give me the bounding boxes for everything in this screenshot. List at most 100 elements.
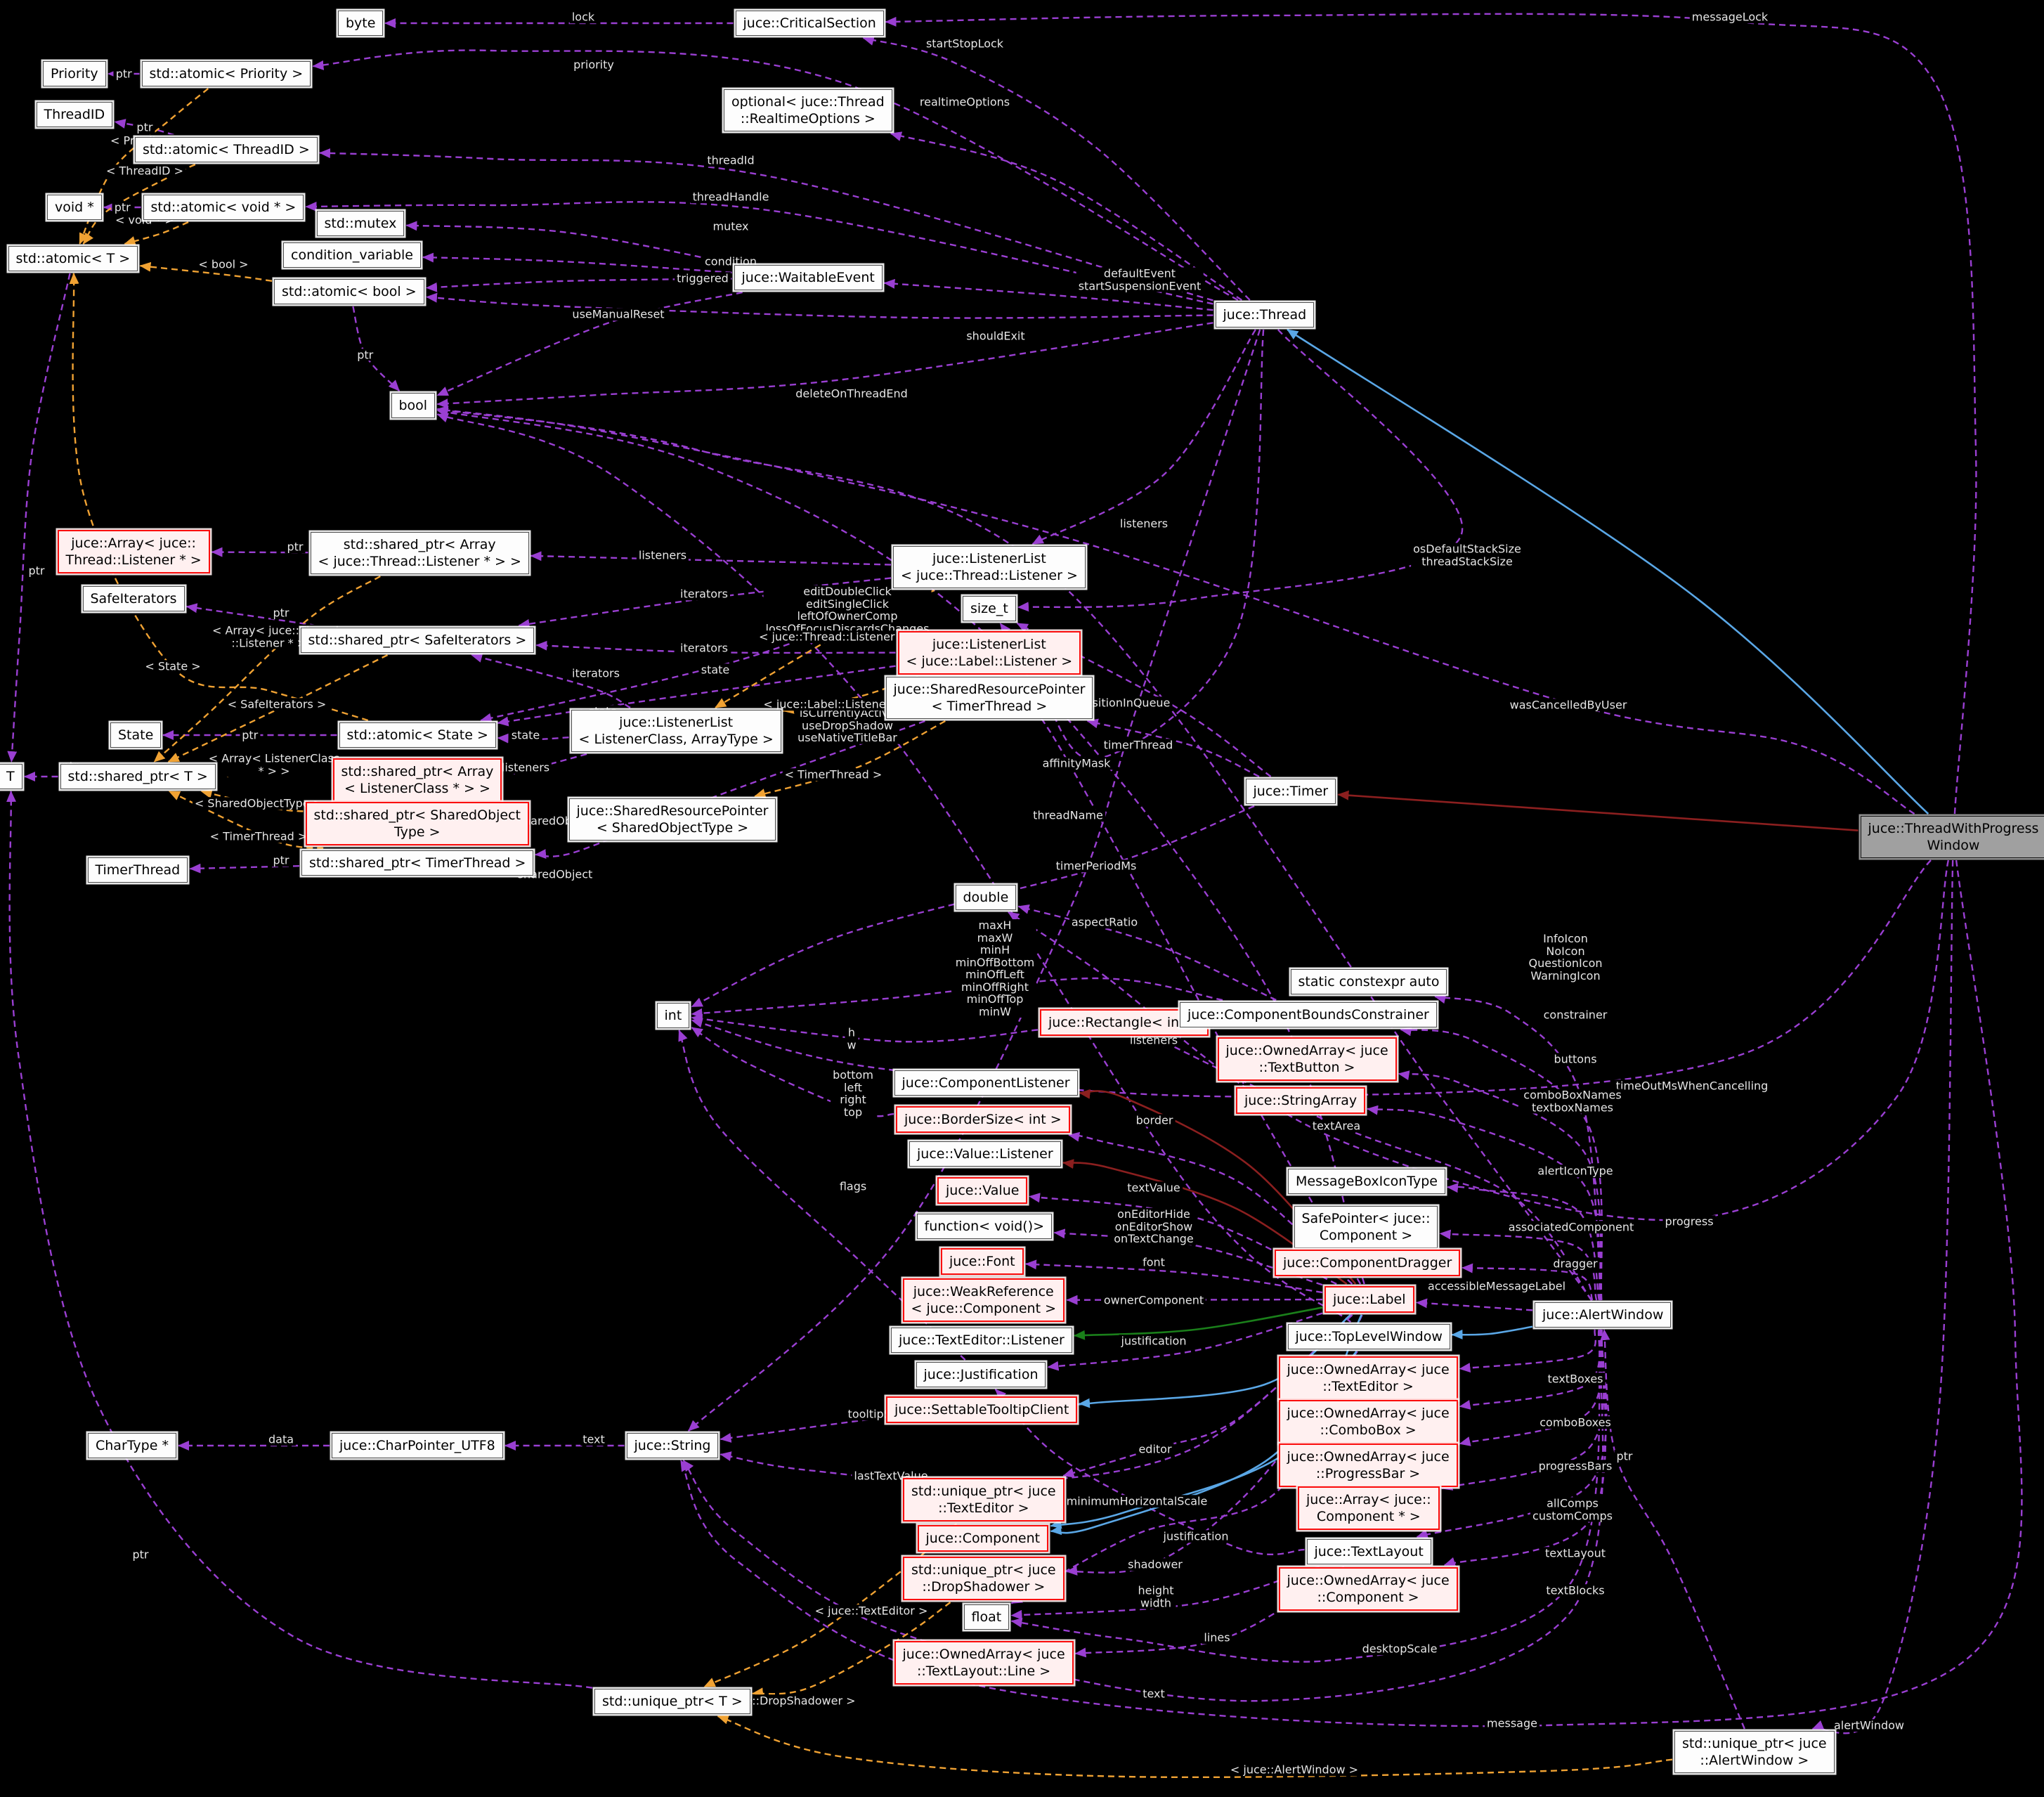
node-voidPtr[interactable]: void * [47, 195, 102, 220]
node-textEditorListener[interactable]: juce::TextEditor::Listener [891, 1328, 1072, 1353]
node-component[interactable]: juce::Component [917, 1525, 1049, 1552]
node-sharedPtrSharedObject[interactable]: std::shared_ptr< SharedObject Type > [305, 802, 529, 845]
edge-waitableEvent-atomicBool [426, 278, 732, 292]
edge-label-uniqueTextEditor-uniquePtrT: < juce::TextEditor > [812, 1604, 930, 1617]
node-safeIterators[interactable]: SafeIterators [82, 586, 185, 611]
node-safePointer[interactable]: SafePointer< juce:: Component > [1294, 1206, 1438, 1248]
node-sharedPtrArrayListenerClass[interactable]: std::shared_ptr< Array < ListenerClass *… [332, 758, 502, 802]
edge-twpw-double [1008, 859, 1950, 1221]
node-threadIdT[interactable]: ThreadID [36, 102, 113, 127]
node-atomicThreadID[interactable]: std::atomic< ThreadID > [135, 137, 318, 162]
node-sharedPtrSafeIterators[interactable]: std::shared_ptr< SafeIterators > [300, 628, 535, 653]
node-srpSharedObject[interactable]: juce::SharedResourcePointer < SharedObje… [568, 798, 776, 841]
node-sharedPtrT[interactable]: std::shared_ptr< T > [60, 764, 216, 789]
node-double[interactable]: double [955, 885, 1017, 910]
node-functionVoid[interactable]: function< void()> [916, 1214, 1053, 1239]
node-componentDragger[interactable]: juce::ComponentDragger [1275, 1250, 1461, 1276]
node-atomicBool[interactable]: std::atomic< bool > [274, 279, 424, 304]
node-atomicVoidPtr[interactable]: std::atomic< void * > [143, 195, 304, 220]
node-t[interactable]: T [0, 764, 22, 789]
node-ownedTextEditor[interactable]: juce::OwnedArray< juce ::TextEditor > [1278, 1356, 1458, 1400]
node-state[interactable]: State [110, 722, 162, 748]
node-optionalRealtime[interactable]: optional< juce::Thread ::RealtimeOptions… [724, 89, 892, 131]
edge-srpTimerThread-srpSharedObject [754, 720, 946, 798]
node-conditionVariable[interactable]: condition_variable [283, 242, 421, 268]
edge-label-listenerListLabel [1006, 676, 1362, 1285]
node-uniqueDropShadower[interactable]: std::unique_ptr< juce ::DropShadower > [903, 1557, 1065, 1600]
node-charPointer[interactable]: juce::CharPointer_UTF8 [332, 1433, 503, 1458]
node-mutex[interactable]: std::mutex [316, 211, 405, 236]
node-weakRef[interactable]: juce::WeakReference < juce::Component > [902, 1278, 1065, 1322]
edge-label-timer-sizeT: positionInQueue [1076, 696, 1173, 709]
edge-thread-listenerListThread [1031, 329, 1256, 545]
node-listenerListThread[interactable]: juce::ListenerList < juce::Thread::Liste… [893, 546, 1086, 588]
node-ownedTextButton[interactable]: juce::OwnedArray< juce ::TextButton > [1217, 1037, 1397, 1081]
node-arrayComponent[interactable]: juce::Array< juce:: Component * > [1298, 1486, 1440, 1530]
node-stringArray[interactable]: juce::StringArray [1236, 1087, 1366, 1114]
node-byte[interactable]: byte [338, 11, 384, 36]
edge-thread-critical [862, 36, 1251, 301]
edge-label-atomicVoidPtr-voidPtr: ptr [112, 201, 133, 214]
node-staticConstexprAuto[interactable]: static constexpr auto [1290, 969, 1447, 994]
edge-rectangleInt-int [691, 1013, 1039, 1043]
node-value[interactable]: juce::Value [937, 1177, 1028, 1204]
node-string[interactable]: juce::String [626, 1433, 719, 1458]
node-alertWindow[interactable]: juce::AlertWindow [1535, 1302, 1672, 1328]
node-twpw[interactable]: juce::ThreadWithProgress Window [1860, 816, 2044, 858]
edge-atomicT-t [7, 273, 71, 763]
node-valueListener[interactable]: juce::Value::Listener [909, 1141, 1061, 1167]
node-ownedProgressBar[interactable]: juce::OwnedArray< juce ::ProgressBar > [1278, 1444, 1458, 1487]
node-settableTooltip[interactable]: juce::SettableTooltipClient [886, 1396, 1078, 1423]
node-ownedComboBox[interactable]: juce::OwnedArray< juce ::ComboBox > [1278, 1400, 1458, 1444]
node-priorityT[interactable]: Priority [43, 61, 106, 86]
node-ownedComponent[interactable]: juce::OwnedArray< juce ::Component > [1278, 1567, 1458, 1611]
node-critical[interactable]: juce::CriticalSection [735, 11, 884, 36]
edge-borderSize-int [691, 1027, 894, 1117]
node-textLayout[interactable]: juce::TextLayout [1306, 1539, 1431, 1564]
edge-label-twpw-uniqueAlertWindow: alertWindow [1831, 1719, 1907, 1732]
node-charType[interactable]: CharType * [88, 1433, 176, 1458]
node-cbc[interactable]: juce::ComponentBoundsConstrainer [1180, 1002, 1437, 1027]
edge-label-thread-atomicThreadID: threadId [705, 154, 757, 167]
node-ownedTextLayoutLine[interactable]: juce::OwnedArray< juce ::TextLayout::Lin… [894, 1641, 1074, 1685]
node-uniquePtrT[interactable]: std::unique_ptr< T > [594, 1689, 750, 1714]
edge-label-thread-string: threadName [1031, 809, 1105, 822]
node-float[interactable]: float [963, 1604, 1010, 1630]
edge-label-listenerListThread-sharedPtrSafeIterators: iterators [678, 588, 730, 600]
node-font[interactable]: juce::Font [941, 1248, 1024, 1275]
edge-topLevelWindow-bool [436, 413, 1351, 1323]
node-atomicPriority[interactable]: std::atomic< Priority > [141, 61, 311, 86]
node-sharedPtrArrayThreadListener[interactable]: std::shared_ptr< Array < juce::Thread::L… [310, 532, 529, 574]
node-listenerListGeneric[interactable]: juce::ListenerList < ListenerClass, Arra… [571, 710, 781, 752]
edge-label-thread-listenerListThread: listeners [1117, 517, 1171, 530]
node-timerThreadT[interactable]: TimerThread [87, 857, 188, 883]
node-arrayThreadListener[interactable]: juce::Array< juce:: Thread::Listener * > [57, 530, 210, 573]
node-bool[interactable]: bool [391, 393, 436, 418]
node-uniqueAlertWindow[interactable]: std::unique_ptr< juce ::AlertWindow > [1674, 1731, 1835, 1773]
node-msgBoxIconType[interactable]: MessageBoxIconType [1288, 1169, 1445, 1194]
edge-label-thread-critical: startStopLock [923, 37, 1006, 50]
edge-label-textEditorListener [1074, 1306, 1323, 1340]
node-atomicT[interactable]: std::atomic< T > [8, 246, 138, 271]
edge-label-topLevelWindow-bool: isCurrentlyActive useDropShadow useNativ… [795, 707, 899, 744]
node-uniqueTextEditor[interactable]: std::unique_ptr< juce ::TextEditor > [903, 1478, 1065, 1522]
node-waitableEvent[interactable]: juce::WaitableEvent [734, 265, 883, 290]
edge-label-alertWindow-msgBoxIconType: alertIconType [1535, 1165, 1615, 1177]
node-sizeT[interactable]: size_t [963, 596, 1016, 621]
node-sharedPtrTimerThread[interactable]: std::shared_ptr< TimerThread > [301, 850, 534, 876]
node-justification[interactable]: juce::Justification [916, 1362, 1046, 1387]
node-componentListener[interactable]: juce::ComponentListener [894, 1070, 1078, 1096]
node-thread[interactable]: juce::Thread [1215, 302, 1315, 327]
edge-label-uniqueAlertWindow-uniquePtrT: < juce::AlertWindow > [1228, 1763, 1361, 1776]
node-srpTimerThread[interactable]: juce::SharedResourcePointer < TimerThrea… [885, 677, 1093, 719]
node-label[interactable]: juce::Label [1324, 1286, 1414, 1313]
node-topLevelWindow[interactable]: juce::TopLevelWindow [1287, 1324, 1450, 1349]
node-listenerListLabel[interactable]: juce::ListenerList < juce::Label::Listen… [897, 631, 1081, 675]
node-timer[interactable]: juce::Timer [1245, 779, 1336, 804]
edge-label-alertWindow-string: text [1140, 1687, 1167, 1700]
node-atomicState[interactable]: std::atomic< State > [339, 722, 496, 748]
node-borderSize[interactable]: juce::BorderSize< int > [896, 1106, 1070, 1133]
edge-label-thread-bool: deleteOnThreadEnd [793, 387, 910, 400]
node-int[interactable]: int [656, 1003, 690, 1028]
edge-label-label-float: minimumHorizontalScale [1064, 1495, 1210, 1507]
